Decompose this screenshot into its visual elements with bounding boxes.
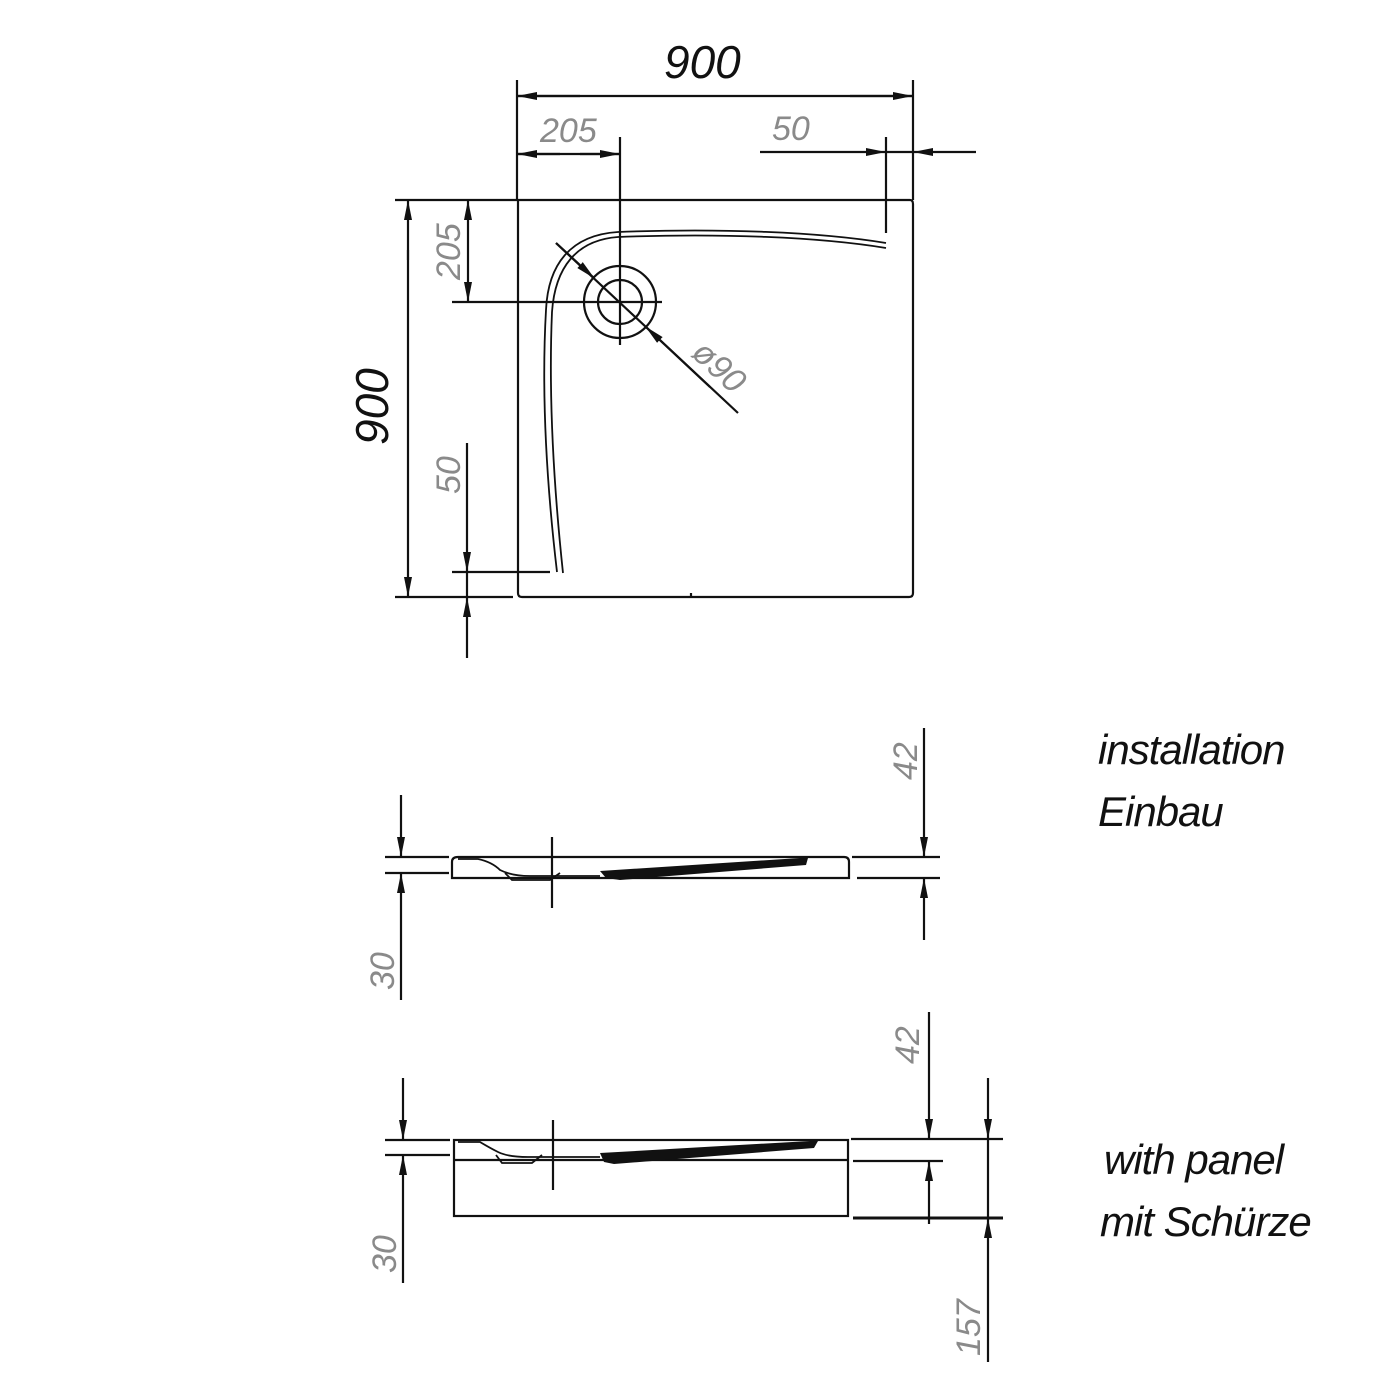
- section-with-panel: 30 42 157 with panel mit Schürze: [366, 1012, 1312, 1362]
- tray-outline: [516, 198, 915, 599]
- section-installation: 30 42 installation Einbau: [364, 726, 1285, 1000]
- drain-offset-y-label: 205: [430, 223, 468, 281]
- rim-offset-x-label: 50: [772, 110, 810, 148]
- inner-rim-curve: [543, 229, 887, 573]
- caption-installation-de: Einbau: [1098, 788, 1223, 835]
- top-height-label: 42: [887, 742, 925, 780]
- plan-view: ø90 900 205 50 900 205: [346, 36, 976, 658]
- rim-offset-y-label: 50: [430, 456, 468, 494]
- height-label: 900: [346, 368, 398, 445]
- drain-diameter-label: ø90: [685, 333, 754, 401]
- panel-top-height-label: 42: [889, 1026, 927, 1064]
- width-label: 900: [664, 36, 741, 88]
- panel-height-label: 157: [950, 1298, 988, 1356]
- caption-panel-de: mit Schürze: [1100, 1198, 1311, 1245]
- panel-base-height-label: 30: [366, 1235, 404, 1273]
- caption-panel-en: with panel: [1104, 1136, 1286, 1183]
- panel-box: [452, 1138, 850, 1218]
- drain-offset-x-label: 205: [539, 112, 597, 150]
- base-height-label: 30: [364, 952, 402, 990]
- caption-installation-en: installation: [1098, 726, 1284, 773]
